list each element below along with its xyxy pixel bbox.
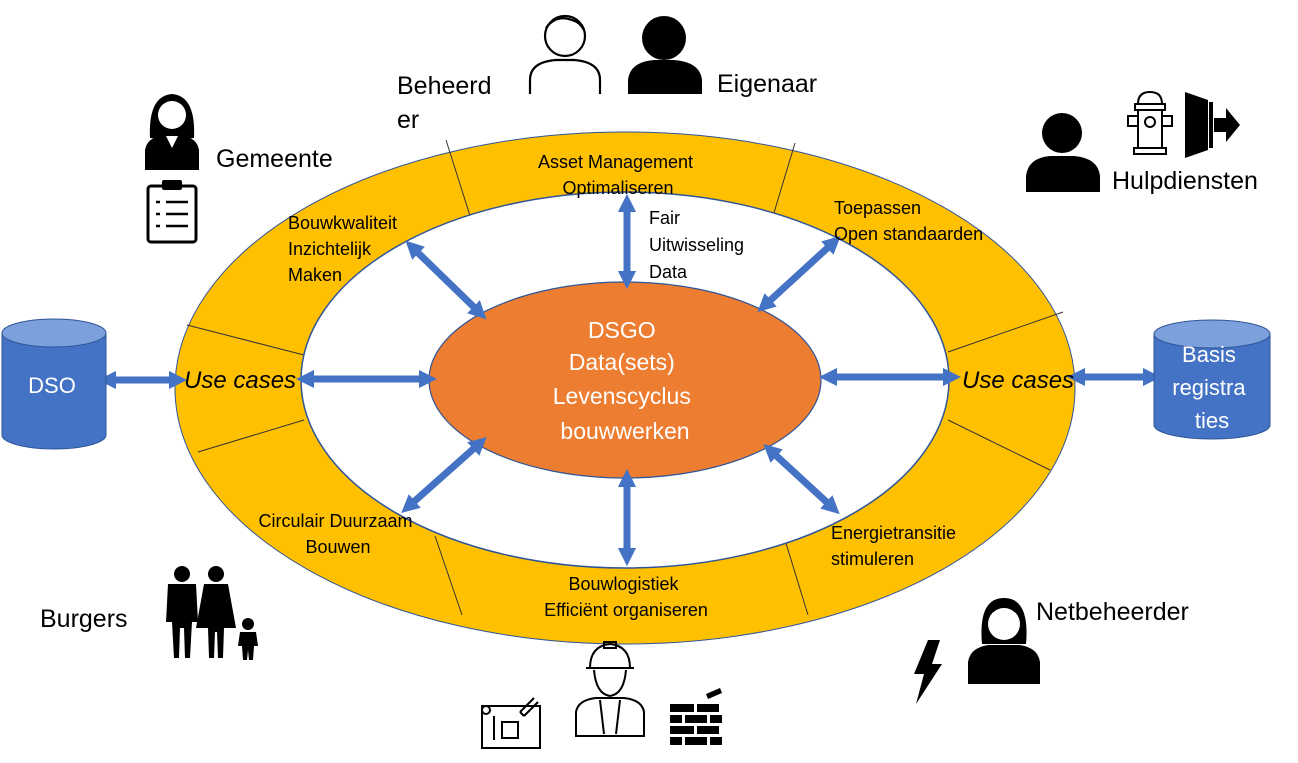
dso-label: DSO bbox=[28, 373, 76, 398]
clipboard-icon bbox=[146, 180, 198, 244]
role-eigenaar: Eigenaar bbox=[717, 70, 817, 98]
role-beheerder: Beheerd er bbox=[397, 72, 498, 134]
ring-label-energie: Energietransitie stimuleren bbox=[831, 523, 961, 569]
arrow-top-right bbox=[757, 235, 841, 313]
woman-icon bbox=[968, 598, 1040, 684]
arrows bbox=[97, 193, 1162, 567]
ring-label-bouwlogistiek: Bouwlogistiek Efficiënt organiseren bbox=[544, 574, 708, 620]
fair-data-label: Fair Uitwisseling Data bbox=[649, 208, 749, 282]
arrow-bottom-right bbox=[763, 443, 840, 515]
ring-label-circulair: Circulair Duurzaam Bouwen bbox=[258, 511, 417, 557]
ring-label-toepassen: Toepassen Open standaarden bbox=[834, 198, 983, 244]
role-netbeheerder: Netbeheerder bbox=[1036, 598, 1189, 626]
core-label: DSGO Data(sets) Levenscyclus bouwwerken bbox=[553, 317, 697, 444]
person-solid-icon bbox=[1026, 113, 1100, 192]
use-cases-left: Use cases bbox=[184, 367, 296, 394]
ring-label-bouwkwaliteit: Bouwkwaliteit Inzichtelijk Maken bbox=[288, 213, 402, 285]
core-line-3: Levenscyclus bbox=[553, 383, 691, 409]
dsgo-core bbox=[428, 281, 822, 479]
arrow-bottom-left bbox=[401, 436, 487, 514]
person-outline-icon bbox=[528, 14, 602, 94]
bricks-icon bbox=[670, 688, 722, 745]
role-burgers: Burgers bbox=[40, 605, 128, 633]
ring-dividers bbox=[186, 139, 1064, 616]
blueprint-icon bbox=[481, 697, 541, 749]
role-hulpdiensten: Hulpdiensten bbox=[1112, 167, 1258, 195]
ring-label-asset: Asset Management Optimaliseren bbox=[538, 152, 698, 198]
role-gemeente: Gemeente bbox=[216, 145, 333, 173]
basis-registraties-database bbox=[1153, 319, 1271, 440]
basis-label: Basis registra ties bbox=[1172, 342, 1251, 433]
lightning-icon bbox=[914, 640, 942, 704]
construction-worker-icon bbox=[575, 641, 645, 737]
person-solid-icon bbox=[628, 16, 702, 94]
core-line-1: DSGO bbox=[588, 317, 656, 343]
use-cases-right: Use cases bbox=[962, 367, 1074, 394]
core-line-2: Data(sets) bbox=[569, 349, 675, 375]
family-icon bbox=[166, 566, 258, 660]
core-line-4: bouwwerken bbox=[560, 418, 689, 444]
exit-icon bbox=[1185, 92, 1240, 158]
dso-database bbox=[1, 318, 107, 450]
fire-hydrant-icon bbox=[1127, 90, 1173, 155]
woman-icon bbox=[145, 94, 199, 170]
arrow-top-left bbox=[405, 240, 487, 320]
